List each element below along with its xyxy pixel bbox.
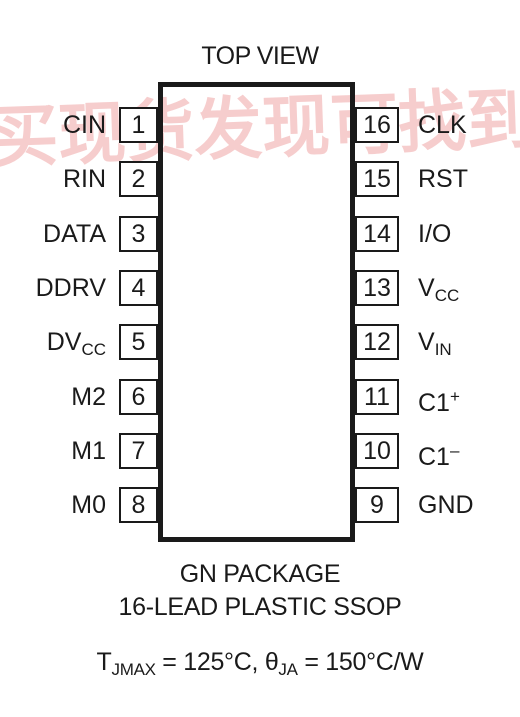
ic-package-body: [158, 82, 355, 542]
theta-subscript: JA: [278, 660, 298, 679]
pin-8-box: 8: [119, 487, 158, 523]
pin-1-box: 1: [119, 107, 158, 143]
pin-10-box: 10: [355, 433, 399, 469]
tj-symbol: T: [96, 648, 112, 676]
pin-9-box: 9: [355, 487, 399, 523]
pin-1-label: CIN: [63, 107, 106, 143]
pin-10-superscript: –: [449, 441, 460, 460]
pin-8-name: M0: [71, 491, 106, 519]
pin-1-name: CIN: [62, 111, 106, 139]
pin-13-name: V: [418, 274, 435, 302]
pin-2-box: 2: [119, 161, 158, 197]
pin-16-label: CLK: [418, 107, 467, 143]
pin-4-box: 4: [119, 270, 158, 306]
pin-14-name: I/O: [418, 220, 452, 248]
pin-12-name: V: [418, 328, 435, 356]
pin-16-name: CLK: [418, 111, 467, 139]
pin-13-label: VCC: [418, 270, 459, 306]
package-name: GN PACKAGE: [179, 560, 341, 588]
pin-8-label: M0: [71, 487, 106, 523]
pin-5-subscript: CC: [81, 340, 106, 359]
pin-11-label: C1+: [418, 379, 460, 417]
tj-value: = 125°C,: [155, 648, 265, 676]
pin-15-box: 15: [355, 161, 399, 197]
pin-11-name: C1: [418, 389, 450, 417]
pin-7-label: M1: [71, 433, 106, 469]
pin-12-label: VIN: [418, 324, 452, 360]
pin-11-box: 11: [355, 379, 399, 415]
pin-5-label: DVCC: [47, 324, 106, 360]
pin-3-label: DATA: [43, 216, 106, 252]
pin-16-box: 16: [355, 107, 399, 143]
pin-7-name: M1: [71, 437, 106, 465]
pin-3-box: 3: [119, 216, 158, 252]
pin-13-subscript: CC: [434, 286, 460, 305]
pin-14-box: 14: [355, 216, 399, 252]
pin-14-label: I/O: [418, 216, 451, 252]
pin-7-box: 7: [119, 433, 158, 469]
pin-6-name: M2: [71, 383, 106, 411]
pin-4-name: DDRV: [35, 274, 106, 302]
pin-13-box: 13: [355, 270, 399, 306]
pin-10-name: C1: [418, 443, 450, 471]
package-description: 16-LEAD PLASTIC SSOP: [118, 593, 402, 621]
pin-6-box: 6: [119, 379, 158, 415]
pin-15-name: RST: [418, 165, 468, 193]
top-view-label: TOP VIEW: [201, 42, 319, 70]
thermal-spec: TJMAX = 125°C, θJA = 150°C/W: [0, 648, 520, 680]
pin-5-name: DV: [46, 328, 82, 356]
pin-9-label: GND: [418, 487, 474, 523]
pin-2-name: RIN: [62, 165, 106, 193]
theta-symbol: θ: [264, 648, 279, 676]
pin-10-label: C1–: [418, 433, 460, 471]
pin-12-subscript: IN: [434, 340, 452, 359]
tj-subscript: JMAX: [111, 660, 156, 679]
pin-12-box: 12: [355, 324, 399, 360]
pin-6-label: M2: [71, 379, 106, 415]
pin-9-name: GND: [418, 491, 474, 519]
pin-2-label: RIN: [63, 161, 106, 197]
theta-value: = 150°C/W: [297, 648, 424, 676]
pin-4-label: DDRV: [36, 270, 106, 306]
pin-5-box: 5: [119, 324, 158, 360]
pin-11-superscript: +: [449, 387, 460, 406]
pin-3-name: DATA: [43, 220, 106, 248]
pin-15-label: RST: [418, 161, 468, 197]
